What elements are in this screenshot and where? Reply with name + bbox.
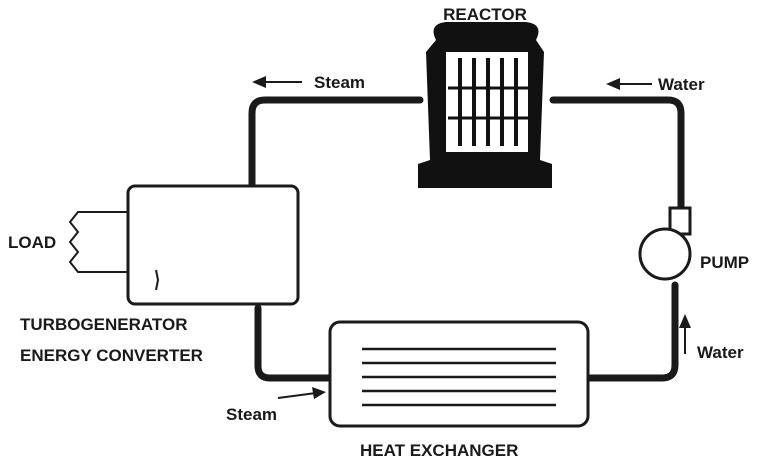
reactor-fuel-rods (448, 58, 528, 146)
steam-top-label: Steam (314, 73, 365, 92)
heat-exchanger-box (328, 320, 590, 428)
turbogenerator-label-line2: ENERGY CONVERTER (20, 346, 203, 365)
load-label: LOAD (8, 233, 56, 252)
steam-pipe-reactor-to-turbine (248, 96, 424, 194)
turbogenerator-box (126, 184, 300, 306)
water-right-label: Water (697, 343, 744, 362)
pump-body (638, 227, 692, 281)
reactor-label: REACTOR (443, 5, 527, 24)
reactor (418, 22, 552, 188)
steam-pipe-turbine-to-exchanger (254, 304, 336, 382)
steam-bottom-label: Steam (226, 405, 277, 424)
pump (638, 206, 692, 281)
water-top-label: Water (658, 75, 705, 94)
heat-exchanger-tubes (362, 347, 556, 407)
steam-flow-arrow-top (252, 76, 302, 88)
coolant-pipe-loop (248, 96, 685, 382)
turbogenerator-mark (155, 269, 160, 291)
water-flow-arrow-right (679, 314, 691, 354)
turbogenerator-label-line1: TURBOGENERATOR (20, 315, 188, 334)
heat-exchanger-label: HEAT EXCHANGER (360, 441, 518, 460)
water-flow-arrow-top (606, 78, 652, 90)
pump-label: PUMP (700, 253, 749, 272)
water-pipe-exchanger-to-pump (584, 281, 679, 382)
load-coil-icon (68, 211, 128, 273)
steam-flow-arrow-bottom (277, 387, 326, 399)
water-pipe-pump-to-reactor (549, 96, 685, 214)
